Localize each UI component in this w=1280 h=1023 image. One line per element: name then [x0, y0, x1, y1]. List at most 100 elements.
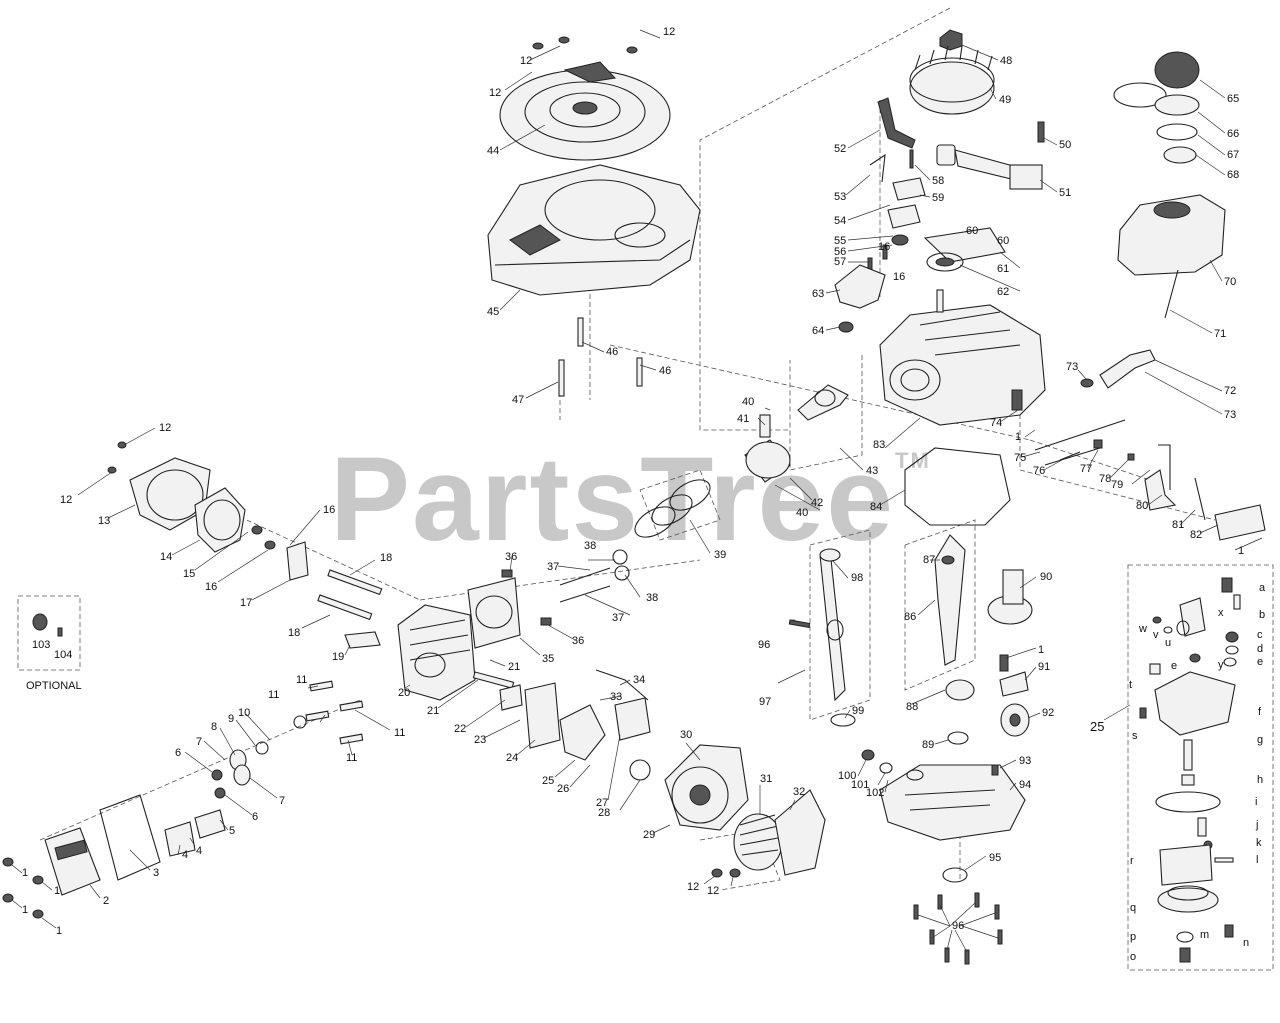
callout-c100: 100 — [838, 770, 857, 782]
callout-c16b: 16 — [893, 271, 906, 283]
governor-parts — [834, 153, 1006, 333]
callout-lb: b — [1259, 609, 1266, 621]
callout-c34: 34 — [633, 674, 646, 686]
callout-c12b: 12 — [520, 55, 533, 67]
callout-c5: 5 — [229, 825, 236, 837]
callout-c73b: 73 — [1224, 409, 1237, 421]
dipstick-tube — [788, 548, 856, 727]
callout-c7a: 7 — [196, 736, 203, 748]
callout-c20: 20 — [398, 687, 411, 699]
callout-c102: 102 — [866, 787, 885, 799]
callout-c21b: 21 — [427, 705, 440, 717]
callout-lx: x — [1218, 607, 1224, 619]
callout-c61: 61 — [997, 263, 1010, 275]
cylinder-head — [317, 549, 630, 701]
callout-c44: 44 — [487, 145, 500, 157]
callout-c54: 54 — [834, 215, 847, 227]
callout-c1b: 1 — [1238, 545, 1245, 557]
callout-c79: 79 — [1111, 479, 1124, 491]
callout-c6b: 6 — [252, 811, 259, 823]
callout-lq: q — [1130, 902, 1137, 914]
callout-c37a: 37 — [547, 561, 560, 573]
callout-c9: 9 — [228, 713, 235, 725]
callout-c24: 24 — [506, 752, 519, 764]
callout-c63: 63 — [812, 288, 825, 300]
callout-c72: 72 — [1224, 385, 1237, 397]
callout-c36a: 36 — [505, 551, 518, 563]
callout-c7b: 7 — [279, 795, 286, 807]
callout-c77: 77 — [1080, 463, 1093, 475]
callout-c18b: 18 — [288, 627, 301, 639]
callout-c96b: 96 — [952, 920, 965, 932]
carburetor-assembly — [472, 669, 651, 781]
callout-c46b: 46 — [659, 365, 672, 377]
callout-c76: 76 — [1033, 465, 1046, 477]
callout-c40b: 40 — [796, 507, 809, 519]
callout-c103: 103 — [32, 639, 51, 651]
optional-parts-box — [17, 595, 81, 671]
callout-c49: 49 — [999, 94, 1012, 106]
callout-c60a: 60 — [966, 225, 979, 237]
callout-c40a: 40 — [742, 396, 755, 408]
callout-c2: 2 — [103, 895, 110, 907]
callout-c22: 22 — [454, 723, 467, 735]
callout-c51: 51 — [1059, 187, 1072, 199]
callout-c16a: 16 — [878, 241, 891, 253]
callout-c57: 57 — [834, 256, 847, 268]
callout-c4b: 4 — [196, 845, 203, 857]
callout-c68: 68 — [1227, 169, 1240, 181]
callout-lc: c — [1257, 629, 1263, 641]
callout-ls: s — [1132, 730, 1138, 742]
callout-c12e: 12 — [60, 494, 73, 506]
callout-c18a: 18 — [380, 552, 393, 564]
callout-c48: 48 — [1000, 55, 1013, 67]
callout-c4a: 4 — [182, 849, 189, 861]
muffler — [107, 441, 309, 581]
callout-c80: 80 — [1136, 500, 1149, 512]
callout-c96a: 96 — [758, 639, 771, 651]
callout-c92: 92 — [1042, 707, 1055, 719]
callout-c1e: 1 — [22, 904, 29, 916]
callout-c88: 88 — [906, 701, 919, 713]
callout-c87: 87 — [923, 554, 936, 566]
optional-label: OPTIONAL — [26, 680, 82, 692]
callout-c19: 19 — [332, 651, 345, 663]
callout-c6a: 6 — [175, 747, 182, 759]
callout-c30: 30 — [680, 729, 693, 741]
valve-train — [164, 680, 364, 857]
callout-c1g: 1 — [1038, 644, 1045, 656]
callout-c89: 89 — [922, 739, 935, 751]
callout-c13: 13 — [98, 515, 111, 527]
callout-c52: 52 — [834, 143, 847, 155]
leader-lines — [11, 29, 1263, 953]
crankcase — [879, 289, 1046, 426]
callout-c25a: 25 — [542, 775, 555, 787]
callout-c11a: 11 — [296, 674, 308, 686]
callout-c81: 81 — [1172, 519, 1185, 531]
callout-c97: 97 — [759, 696, 772, 708]
callout-c66: 66 — [1227, 128, 1240, 140]
callout-c16d: 16 — [205, 581, 218, 593]
callout-lw: w — [1139, 623, 1147, 635]
callout-c26: 26 — [557, 783, 570, 795]
governor-gear — [999, 654, 1030, 737]
callout-c36b: 36 — [572, 635, 585, 647]
callout-li: i — [1255, 796, 1258, 808]
callout-ly: y — [1218, 659, 1224, 671]
callout-c27: 27 — [596, 797, 609, 809]
callout-c11d: 11 — [346, 752, 358, 764]
callout-c50: 50 — [1059, 139, 1072, 151]
callout-c67: 67 — [1227, 149, 1240, 161]
callout-ld: d — [1257, 643, 1264, 655]
callout-c82: 82 — [1190, 529, 1203, 541]
callout-c104: 104 — [54, 649, 73, 661]
callout-ln: n — [1243, 937, 1250, 949]
callout-c42: 42 — [811, 497, 824, 509]
callout-c37b: 37 — [612, 612, 625, 624]
callout-lg: g — [1257, 734, 1264, 746]
callout-c78: 78 — [1099, 473, 1112, 485]
rocker-cover — [2, 794, 161, 919]
callout-c12g: 12 — [707, 885, 720, 897]
piston-assembly — [634, 384, 849, 538]
